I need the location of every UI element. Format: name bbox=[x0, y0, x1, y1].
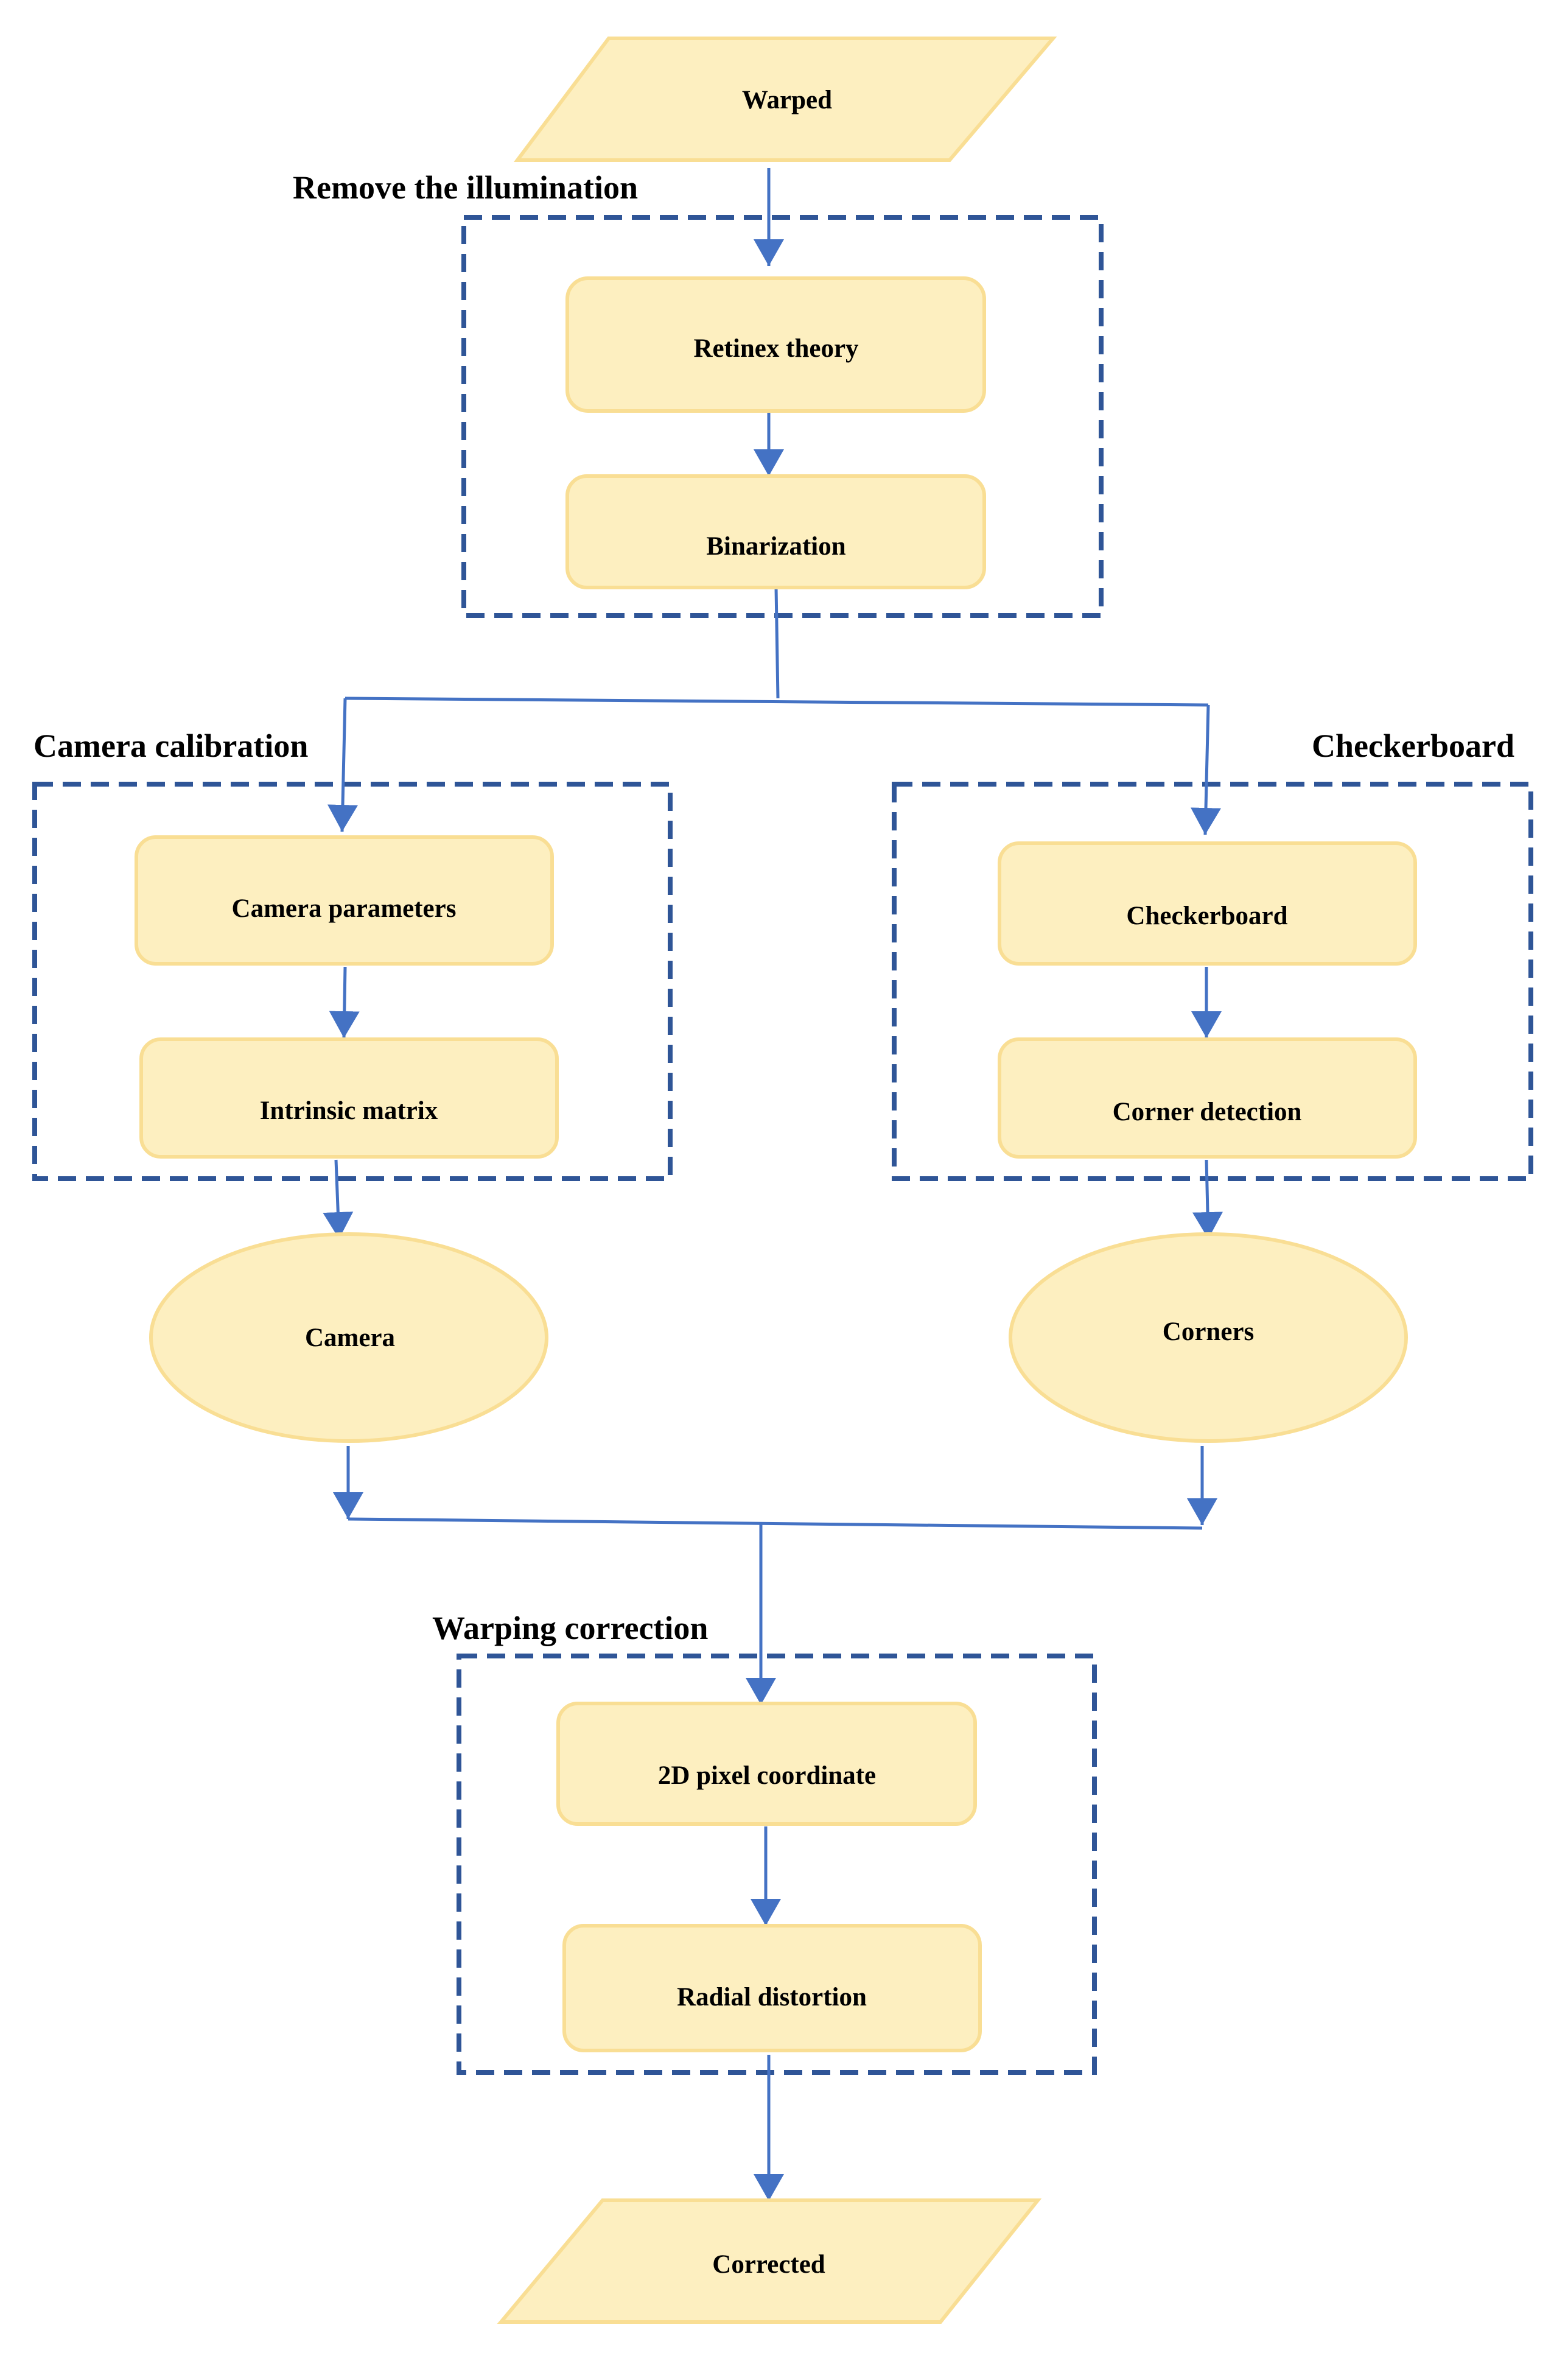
arrow-split-to-checkerboard bbox=[1191, 704, 1222, 835]
node-intrinsic-matrix[interactable]: Intrinsic matrix bbox=[139, 1037, 559, 1159]
node-camera-parameters[interactable]: Camera parameters bbox=[135, 835, 554, 966]
group-box-warping-correction bbox=[457, 1654, 1097, 2075]
node-label: Radial distortion bbox=[677, 1983, 867, 2012]
node-binarization[interactable]: Binarization bbox=[565, 474, 986, 589]
node-label: Corrected bbox=[712, 2250, 825, 2279]
connectors bbox=[323, 168, 1223, 2201]
node-label: Retinex theory bbox=[693, 334, 859, 363]
group-box-camera-calibration bbox=[32, 782, 673, 1181]
node-corners[interactable]: Corners bbox=[1009, 1232, 1408, 1443]
process-box-shape bbox=[556, 1702, 977, 1826]
connector-split-bus bbox=[345, 696, 1209, 707]
process-box-shape bbox=[139, 1037, 559, 1159]
process-box-shape bbox=[565, 474, 986, 589]
node-label: 2D pixel coordinate bbox=[658, 1761, 876, 1790]
node-label: Checkerboard bbox=[1126, 902, 1287, 930]
node-camera[interactable]: Camera bbox=[149, 1232, 548, 1443]
node-label: Intrinsic matrix bbox=[260, 1096, 438, 1125]
arrow-split-to-camera-calibration bbox=[327, 698, 358, 832]
process-box-shape bbox=[998, 841, 1417, 966]
node-label: Binarization bbox=[706, 532, 845, 561]
node-corrected[interactable]: Corrected bbox=[497, 2198, 1042, 2324]
node-label: Corner detection bbox=[1113, 1098, 1302, 1126]
node-corner-detection[interactable]: Corner detection bbox=[998, 1037, 1417, 1159]
node-retinex-theory[interactable]: Retinex theory bbox=[565, 276, 986, 413]
group-box-illumination bbox=[461, 215, 1104, 618]
process-box-shape bbox=[565, 276, 986, 413]
node-radial-distortion[interactable]: Radial distortion bbox=[562, 1924, 982, 2052]
connector-binarization-split bbox=[774, 587, 780, 699]
arrow-intrinsic-to-camera bbox=[323, 1159, 354, 1240]
group-title-illumination: Remove the illumination bbox=[293, 169, 638, 206]
node-2d-pixel-coordinate[interactable]: 2D pixel coordinate bbox=[556, 1702, 977, 1826]
arrow-camera-params-to-intrinsic bbox=[329, 966, 360, 1039]
arrow-corner-detection-to-corners bbox=[1192, 1159, 1223, 1240]
parallelogram-shape bbox=[514, 37, 1057, 162]
ellipse-shape bbox=[149, 1232, 548, 1443]
group-title-checkerboard: Checkerboard bbox=[1312, 728, 1514, 764]
node-label: Warped bbox=[742, 86, 832, 114]
process-box-shape bbox=[135, 835, 554, 966]
group-title-warping-correction: Warping correction bbox=[432, 1610, 708, 1646]
node-warped[interactable]: Warped bbox=[514, 37, 1057, 162]
node-label: Camera parameters bbox=[232, 894, 457, 923]
ellipse-shape bbox=[1009, 1232, 1408, 1443]
group-box-checkerboard bbox=[892, 782, 1533, 1181]
node-checkerboard[interactable]: Checkerboard bbox=[998, 841, 1417, 966]
parallelogram-shape bbox=[497, 2198, 1042, 2324]
process-box-shape bbox=[562, 1924, 982, 2052]
group-title-camera-calibration: Camera calibration bbox=[33, 728, 308, 764]
connector-merge-bus bbox=[348, 1517, 1203, 1530]
node-label: Camera bbox=[305, 1324, 395, 1352]
process-box-shape bbox=[998, 1037, 1417, 1159]
node-label: Corners bbox=[1163, 1317, 1254, 1346]
